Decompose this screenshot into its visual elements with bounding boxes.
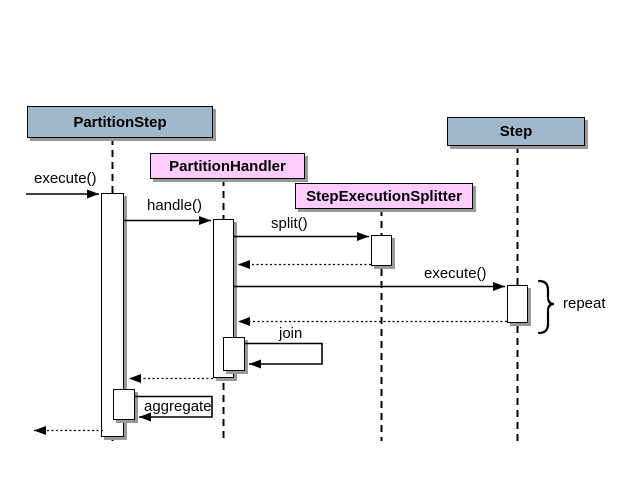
activation-partitionstep: [101, 193, 124, 437]
participant-partitionstep: PartitionStep: [27, 106, 213, 138]
message-label-join: join: [279, 325, 303, 342]
repeat-annotation-label: repeat: [563, 295, 606, 312]
repeat-brace: [537, 279, 555, 335]
activation-stepexecutionsplitter: [371, 235, 392, 266]
activation-join-nested: [223, 337, 245, 371]
participant-partitionhandler: PartitionHandler: [150, 153, 305, 179]
participant-partitionstep-label: PartitionStep: [73, 113, 167, 131]
activation-step: [507, 285, 528, 323]
self-message-arrow-join: [245, 342, 323, 369]
message-label-handle: handle(): [147, 197, 203, 214]
participant-stepexecutionsplitter: StepExecutionSplitter: [295, 183, 473, 209]
self-message-arrow-aggregate: [135, 395, 213, 422]
participant-step-label: Step: [499, 123, 533, 140]
activation-aggregate-nested: [113, 389, 135, 420]
message-label-execute-in: execute(): [34, 170, 97, 187]
message-label-split: split(): [271, 215, 308, 232]
message-label-execute-step: execute(): [424, 265, 487, 282]
message-label-aggregate: aggregate: [144, 398, 212, 415]
participant-partitionhandler-label: PartitionHandler: [169, 157, 286, 175]
participant-stepexecutionsplitter-label: StepExecutionSplitter: [306, 187, 462, 205]
participant-step: Step: [447, 117, 585, 146]
